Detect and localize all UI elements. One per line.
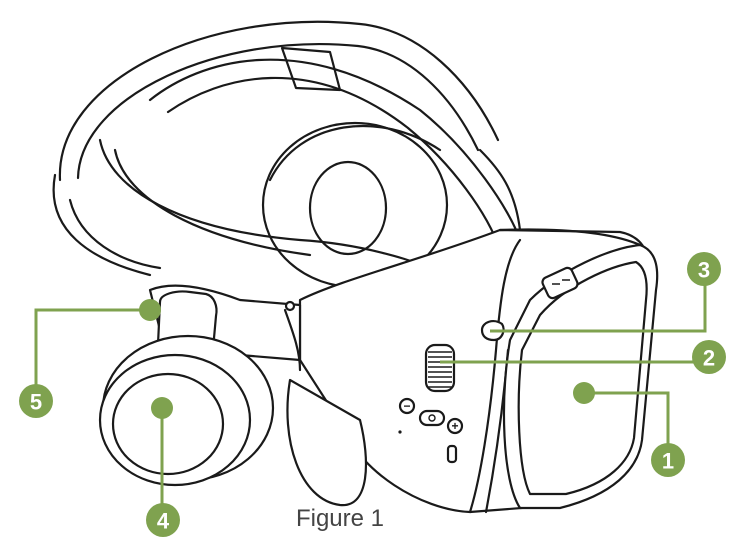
callout-label-3: 3	[698, 258, 710, 283]
leader-1	[584, 391, 670, 455]
anchor-dot-4	[151, 397, 173, 419]
plus-symbol: +	[451, 419, 458, 433]
plus-button[interactable]	[446, 417, 464, 435]
callout-badge-1: 1	[651, 443, 685, 477]
front-cover-clip	[541, 266, 579, 300]
center-button[interactable]	[418, 409, 446, 427]
headphone-rear	[286, 378, 368, 507]
anchor-dot-5	[139, 299, 161, 321]
charge-port	[446, 444, 458, 464]
side-controls: − +	[398, 320, 505, 464]
callout-badge-3: 3	[687, 252, 721, 286]
callout-label-4: 4	[157, 509, 170, 534]
callout-anchor-dots	[139, 299, 595, 419]
anchor-dot-1	[573, 382, 595, 404]
leader-3	[490, 272, 707, 333]
figure-caption: Figure 1	[295, 505, 385, 532]
callout-label-5: 5	[30, 390, 42, 415]
minus-button[interactable]	[398, 397, 416, 415]
callout-badge-4: 4	[146, 503, 180, 537]
headphone-front	[98, 334, 275, 487]
callout-badge-5: 5	[19, 384, 53, 418]
leader-5	[34, 308, 150, 395]
callout-badge-2: 2	[692, 340, 726, 374]
head-strap	[52, 20, 522, 287]
callout-label-1: 1	[662, 449, 674, 474]
front-cover	[502, 243, 659, 510]
callout-label-2: 2	[703, 346, 715, 371]
callout-leaders	[34, 272, 707, 515]
indicator-dot	[398, 430, 402, 434]
minus-symbol: −	[403, 399, 410, 413]
